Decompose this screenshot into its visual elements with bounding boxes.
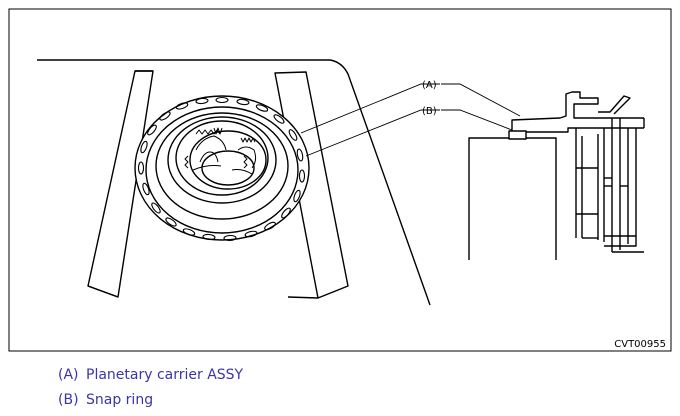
- callout-a: (A): [422, 80, 437, 91]
- leader-line-b-detail: [441, 109, 513, 131]
- legend-key-a: (A): [58, 367, 79, 383]
- leader-line-a-detail: [441, 83, 521, 117]
- callout-b: (B): [422, 106, 437, 117]
- leader-line-b: [305, 109, 440, 157]
- left-illustration: [37, 59, 431, 306]
- leader-lines: [300, 83, 521, 157]
- legend-item-a: (A) Planetary carrier ASSY: [58, 366, 243, 391]
- legend: (A) Planetary carrier ASSY (B) Snap ring: [58, 366, 243, 416]
- sectional-detail: [468, 91, 645, 260]
- legend-key-b: (B): [58, 392, 79, 408]
- legend-text-b: Snap ring: [86, 392, 154, 408]
- diagram-frame: [8, 8, 672, 352]
- figure-code: CVT00955: [614, 339, 666, 350]
- legend-text-a: Planetary carrier ASSY: [86, 367, 244, 383]
- leader-line-a: [300, 83, 440, 134]
- legend-item-b: (B) Snap ring: [58, 391, 243, 416]
